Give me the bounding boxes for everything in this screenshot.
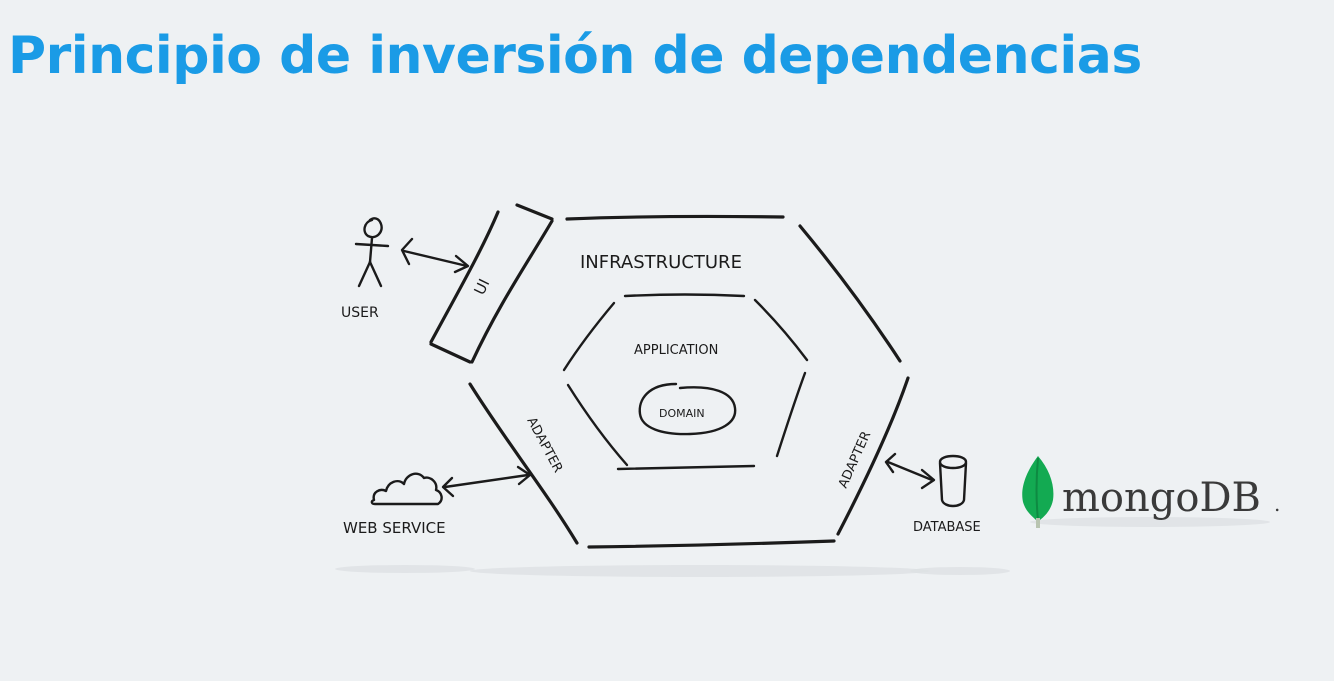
ui-adapter-strip — [429, 203, 554, 364]
ui-label: UI — [470, 276, 493, 298]
user-ui-arrow — [400, 237, 470, 274]
mongodb-leaf-icon — [1022, 456, 1054, 528]
application-label: APPLICATION — [634, 343, 718, 358]
domain-circle — [638, 382, 737, 436]
web-service-label: WEB SERVICE — [343, 519, 446, 537]
database-icon — [938, 454, 968, 508]
application-hexagon — [562, 293, 809, 471]
adapter-left-label: ADAPTER — [523, 415, 565, 476]
mongodb-wordmark: mongoDB — [1062, 475, 1261, 521]
mongodb-logo: mongoDB . — [1022, 456, 1280, 528]
domain-label: DOMAIN — [659, 407, 705, 420]
mongodb-trademark: . — [1274, 492, 1280, 516]
database-label: DATABASE — [913, 520, 981, 535]
infrastructure-label: INFRASTRUCTURE — [580, 252, 742, 273]
adapter-database-arrow — [884, 452, 936, 490]
mongodb-leaf-shape — [1022, 456, 1054, 520]
adapter-right-label: ADAPTER — [836, 429, 874, 490]
infrastructure-hexagon — [468, 214, 910, 549]
slide-title: Principio de inversión de dependencias — [8, 26, 1142, 86]
web-service-cloud-icon — [370, 472, 443, 506]
user-icon — [354, 217, 390, 288]
web-service-adapter-arrow — [441, 465, 532, 498]
user-label: USER — [341, 305, 379, 321]
